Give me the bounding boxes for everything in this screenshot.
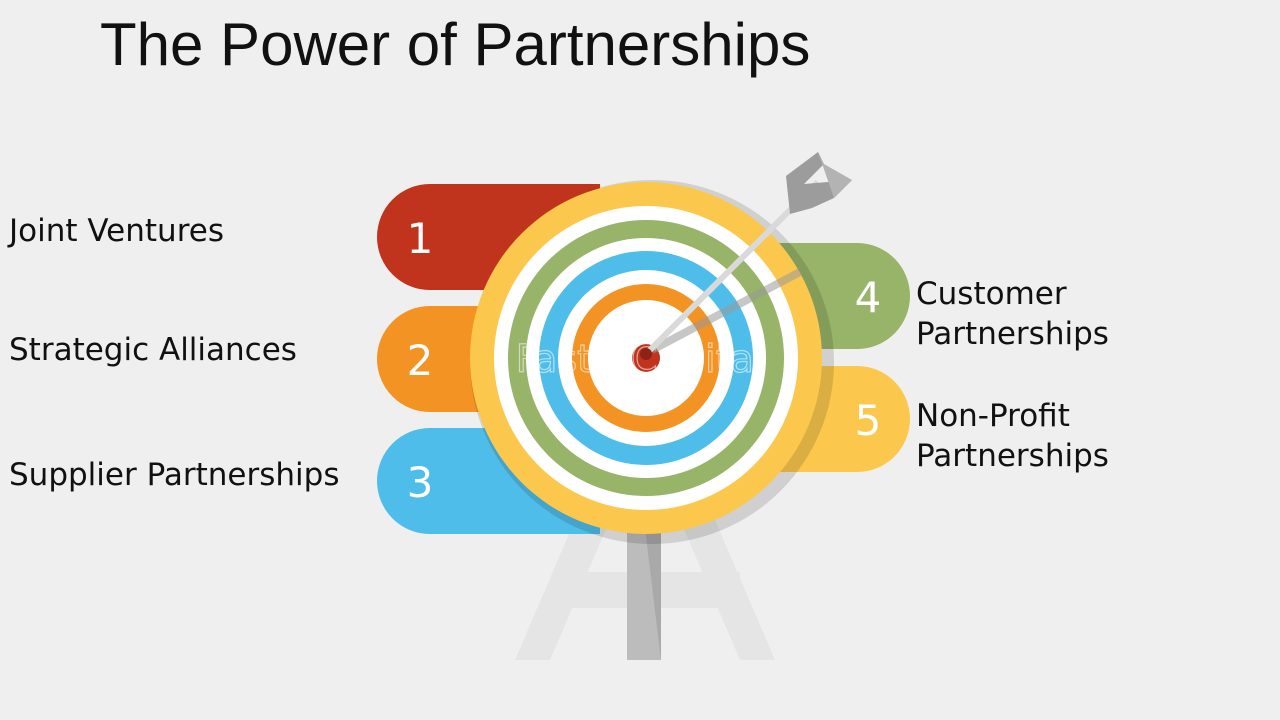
label-customer-partnerships: Customer Partnerships: [916, 274, 1176, 354]
easel-stand-icon: [515, 520, 775, 660]
watermark-text: FasterCapital: [516, 337, 765, 381]
label-joint-ventures: Joint Ventures: [9, 213, 224, 249]
label-non-profit-line-1: Non-Profit: [916, 398, 1070, 434]
tab-4-number: 4: [855, 273, 882, 322]
tab-2-number: 2: [407, 336, 434, 385]
label-customer-line-2: Partnerships: [916, 316, 1109, 352]
tab-5-number: 5: [855, 396, 882, 445]
label-non-profit-line-2: Partnerships: [916, 438, 1109, 474]
label-strategic-alliances: Strategic Alliances: [9, 332, 297, 368]
label-non-profit-partnerships: Non-Profit Partnerships: [916, 396, 1176, 476]
label-supplier-partnerships: Supplier Partnerships: [9, 457, 340, 493]
arrow-icon: [640, 152, 852, 360]
label-customer-line-1: Customer: [916, 276, 1067, 312]
slide-title: The Power of Partnerships: [100, 11, 811, 78]
tab-1-number: 1: [407, 214, 434, 263]
tab-3-number: 3: [407, 458, 434, 507]
